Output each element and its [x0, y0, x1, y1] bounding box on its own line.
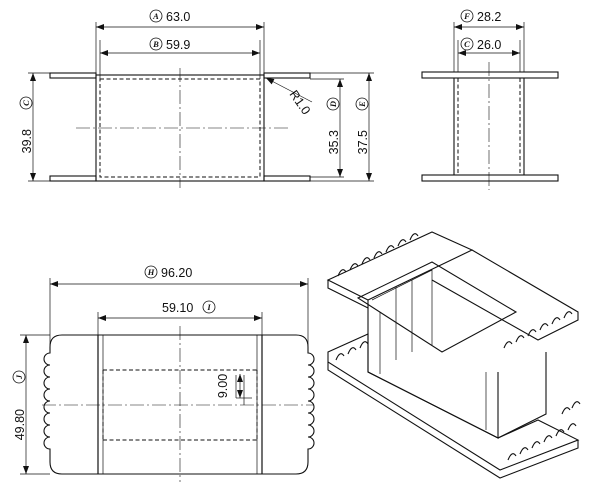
- dim-r-value: R1.0: [287, 88, 314, 118]
- dim-k: 9.00: [216, 374, 230, 398]
- dim-b: B 59.9: [149, 37, 190, 52]
- dim-c-tag: C: [21, 100, 31, 106]
- dim-g-tag: C: [464, 39, 470, 49]
- dim-j-value: 49.80: [13, 409, 27, 440]
- dim-a-value: 63.0: [166, 10, 190, 24]
- dim-j: J 49.80: [12, 370, 27, 440]
- lower-teeth: [335, 341, 581, 461]
- dim-g: C 26.0: [460, 37, 501, 52]
- dim-f-value: 28.2: [477, 10, 501, 24]
- dim-j-tag: J: [14, 374, 24, 380]
- dim-f: F 28.2: [460, 9, 501, 24]
- bottom-view: [20, 278, 315, 482]
- top-view: [28, 22, 374, 188]
- dim-a: A 63.0: [149, 9, 190, 24]
- dim-a-tag: A: [152, 11, 159, 21]
- side-view: [421, 22, 559, 190]
- dim-r: R1.0: [287, 88, 314, 118]
- dim-g-value: 26.0: [477, 38, 501, 52]
- dim-i: 59.10 I: [162, 300, 216, 315]
- dim-h-tag: H: [147, 267, 155, 277]
- dim-b-value: 59.9: [166, 38, 190, 52]
- dim-c-value: 39.8: [20, 129, 34, 153]
- dim-e-tag: E: [357, 101, 367, 108]
- dim-f-tag: F: [463, 11, 470, 21]
- isometric-view: [326, 231, 581, 479]
- dim-d-tag: D: [328, 101, 338, 108]
- dim-e-value: 37.5: [356, 130, 370, 154]
- dim-i-tag: I: [206, 302, 211, 312]
- upper-teeth: [337, 233, 573, 349]
- dim-e: E 37.5: [355, 97, 370, 154]
- dim-d-value: 35.3: [327, 130, 341, 154]
- dim-k-value: 9.00: [216, 374, 230, 398]
- dim-b-tag: B: [152, 39, 159, 49]
- dim-d: D 35.3: [326, 97, 341, 154]
- dim-i-value: 59.10: [162, 301, 193, 315]
- dim-h: H 96.20: [144, 265, 192, 280]
- dim-h-value: 96.20: [161, 266, 192, 280]
- dim-c: C 39.8: [19, 96, 34, 153]
